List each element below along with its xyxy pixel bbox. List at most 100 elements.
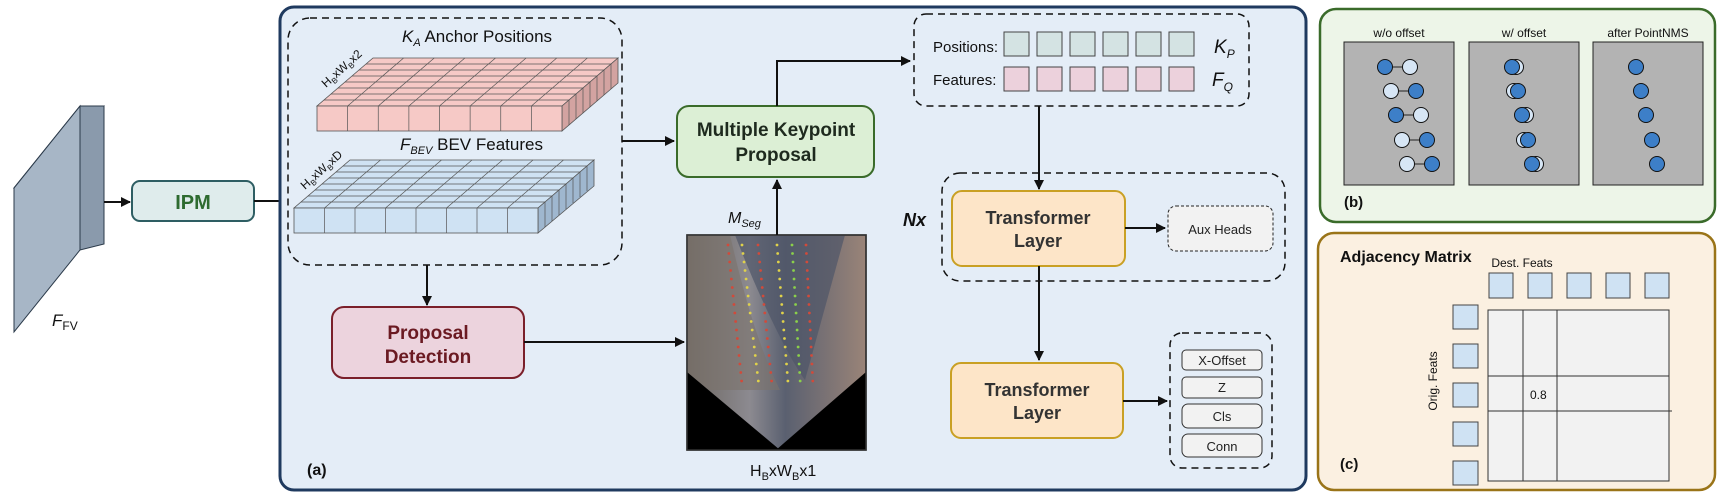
mkp-label-line2: Proposal xyxy=(735,145,816,166)
seg-point xyxy=(797,354,801,357)
b-point xyxy=(1628,59,1644,75)
seg-point xyxy=(791,260,795,264)
b-point xyxy=(1633,83,1649,99)
seg-point xyxy=(808,328,812,332)
seg-point xyxy=(762,303,766,306)
front-view-feature-map: FFV xyxy=(12,104,106,334)
seg-point xyxy=(763,311,767,315)
seg-point xyxy=(750,328,754,332)
seg-point xyxy=(752,345,756,349)
position-cell xyxy=(1102,31,1129,57)
seg-point xyxy=(740,243,744,247)
seg-point xyxy=(726,243,730,247)
seg-point xyxy=(810,354,813,357)
seg-point xyxy=(741,252,745,255)
feature-cell xyxy=(1168,66,1195,92)
multiple-keypoint-proposal-block: Multiple Keypoint Proposal xyxy=(676,105,875,178)
seg-point xyxy=(805,252,808,255)
seg-point xyxy=(793,286,796,289)
seg-point xyxy=(796,345,800,349)
seg-point xyxy=(792,269,795,272)
seg-point xyxy=(776,252,780,255)
transformer-layer-2: Transformer Layer xyxy=(950,362,1124,439)
seg-point xyxy=(809,345,813,349)
position-cell xyxy=(1168,31,1195,57)
seg-point xyxy=(796,337,800,340)
seg-point xyxy=(781,320,785,323)
b-point xyxy=(1510,83,1526,99)
seg-point xyxy=(779,286,782,289)
transformer-layer-1: Transformer Layer xyxy=(951,190,1126,267)
seg-point xyxy=(806,286,810,289)
seg-point xyxy=(729,269,732,272)
seg-point xyxy=(807,294,810,298)
orig-feature-cells xyxy=(1452,304,1479,486)
aux-heads-block: Aux Heads xyxy=(1167,205,1274,252)
transformer2-line2: Layer xyxy=(1013,403,1061,423)
seg-point xyxy=(794,311,798,315)
fq-label: FQ xyxy=(1212,70,1233,94)
seg-point xyxy=(783,337,786,340)
seg-point xyxy=(756,379,760,383)
position-cell xyxy=(1135,31,1162,57)
segmentation-map xyxy=(686,234,867,451)
seg-point xyxy=(780,303,784,306)
b-point xyxy=(1388,107,1404,123)
orig-feat-cell xyxy=(1452,460,1479,486)
b-title-wo-offset: w/o offset xyxy=(1372,26,1425,40)
feature-cell xyxy=(1135,66,1162,92)
seg-point xyxy=(797,362,801,366)
b-point xyxy=(1394,132,1410,148)
dest-feat-cell xyxy=(1644,272,1670,299)
seg-point xyxy=(746,294,750,298)
seg-point xyxy=(733,311,737,315)
seg-point xyxy=(766,345,770,349)
head-z: Z xyxy=(1181,376,1263,399)
seg-point xyxy=(749,320,753,323)
b-point xyxy=(1638,107,1654,123)
b-point xyxy=(1402,59,1418,75)
position-cell xyxy=(1036,31,1063,57)
b-title-w-offset: w/ offset xyxy=(1501,26,1547,40)
b-point xyxy=(1644,132,1660,148)
seg-point xyxy=(805,269,809,272)
seg-point xyxy=(776,260,780,264)
seg-point xyxy=(759,269,762,272)
seg-point xyxy=(794,303,797,306)
dest-feature-cells xyxy=(1488,272,1670,299)
seg-point xyxy=(795,328,799,332)
feature-cell xyxy=(1003,66,1030,92)
mkp-label-line1: Multiple Keypoint xyxy=(697,120,856,141)
prediction-heads-group xyxy=(1169,332,1273,469)
transformer1-line1: Transformer xyxy=(985,208,1090,228)
seg-point xyxy=(792,277,796,281)
proposal-label-line1: Proposal xyxy=(387,323,468,344)
seg-point xyxy=(806,277,810,281)
seg-point xyxy=(735,328,738,332)
b-point xyxy=(1424,156,1440,172)
repeated-transformer-group xyxy=(941,172,1286,282)
seg-point xyxy=(753,354,757,357)
b-point xyxy=(1419,132,1435,148)
seg-point xyxy=(795,320,798,323)
seg-point xyxy=(740,379,743,383)
adjacency-matrix-grid xyxy=(1487,309,1670,482)
head-conn-label: Conn xyxy=(1206,439,1237,454)
head-cls-label: Cls xyxy=(1213,409,1232,424)
dest-feat-cell xyxy=(1605,272,1631,299)
seg-point xyxy=(770,379,773,383)
feature-cells xyxy=(1003,66,1195,92)
seg-point xyxy=(809,337,813,340)
seg-point xyxy=(732,303,736,306)
seg-point xyxy=(805,260,809,264)
b-point xyxy=(1413,107,1429,123)
transformer2-line1: Transformer xyxy=(984,380,1089,400)
seg-point xyxy=(739,371,743,374)
seg-point xyxy=(785,362,788,366)
seg-point xyxy=(757,252,761,255)
ipm-label: IPM xyxy=(175,192,211,214)
b-point xyxy=(1377,59,1393,75)
seg-point xyxy=(744,277,748,281)
seg-point xyxy=(779,294,783,298)
b-point xyxy=(1408,83,1424,99)
